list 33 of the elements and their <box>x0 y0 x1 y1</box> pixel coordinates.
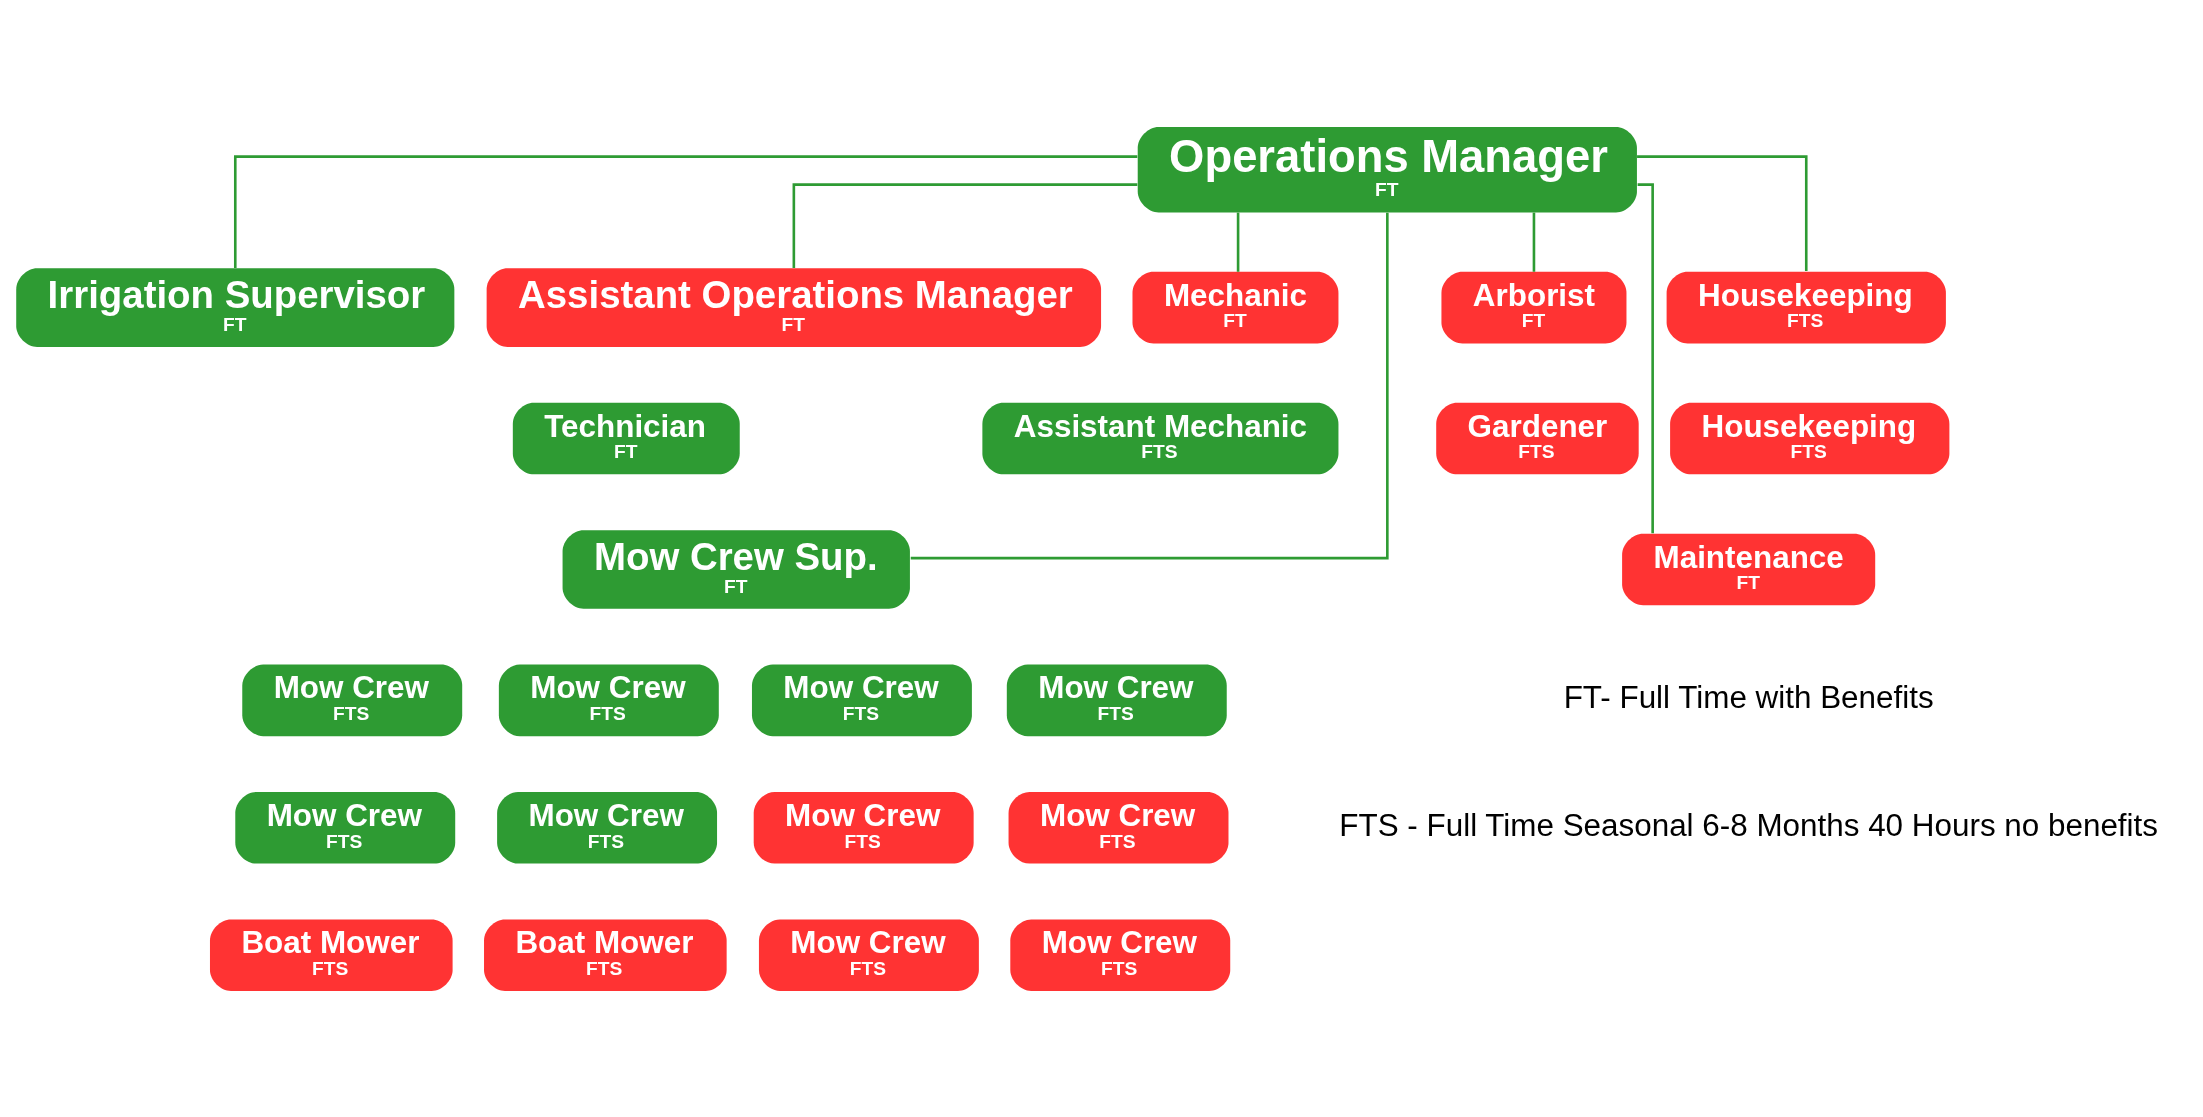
node-box: Assistant Operations Manager FT <box>486 267 1102 347</box>
connector <box>233 154 1138 268</box>
node-box: Mow Crew Sup. FT <box>562 529 910 609</box>
node-box: Arborist FT <box>1441 271 1627 343</box>
node-box: Assistant Mechanic FTS <box>982 402 1339 474</box>
node-box: Operations Manager FT <box>1137 126 1637 212</box>
node-box: Housekeeping FTS <box>1666 271 1946 343</box>
node-box: Mow Crew FTS <box>758 918 979 991</box>
label: FT- Full Time with Benefits <box>1563 679 1934 715</box>
node-box: Maintenance FT <box>1622 533 1876 605</box>
connector <box>1532 212 1536 272</box>
node-box: Mow Crew FTS <box>1006 664 1227 736</box>
node-box: Boat Mower FTS <box>209 918 453 991</box>
node-box: Gardener FTS <box>1436 402 1639 474</box>
node-box: Housekeeping FTS <box>1670 402 1950 474</box>
node-box: Mow Crew FTS <box>242 664 463 736</box>
connector <box>1236 212 1240 272</box>
node-box: Boat Mower FTS <box>484 918 727 991</box>
node-box: Mow Crew FTS <box>235 791 456 864</box>
node-box: Mow Crew FTS <box>753 791 974 864</box>
connector <box>1637 182 1654 533</box>
node-box: Technician FT <box>512 402 740 474</box>
node-box: Mow Crew FTS <box>1008 791 1229 864</box>
node-box: Mow Crew FTS <box>497 791 718 864</box>
connector <box>910 212 1389 559</box>
connector <box>792 182 1138 268</box>
node-box: Mow Crew FTS <box>498 664 719 736</box>
node-box: Mechanic FT <box>1132 271 1339 343</box>
node-box: Mow Crew FTS <box>1010 918 1231 991</box>
node-box: Irrigation Supervisor FT <box>16 267 455 347</box>
connector <box>1637 154 1808 271</box>
label: FTS - Full Time Seasonal 6-8 Months 40 Hours no benefits <box>1339 806 2158 842</box>
node-box: Mow Crew FTS <box>751 664 972 736</box>
